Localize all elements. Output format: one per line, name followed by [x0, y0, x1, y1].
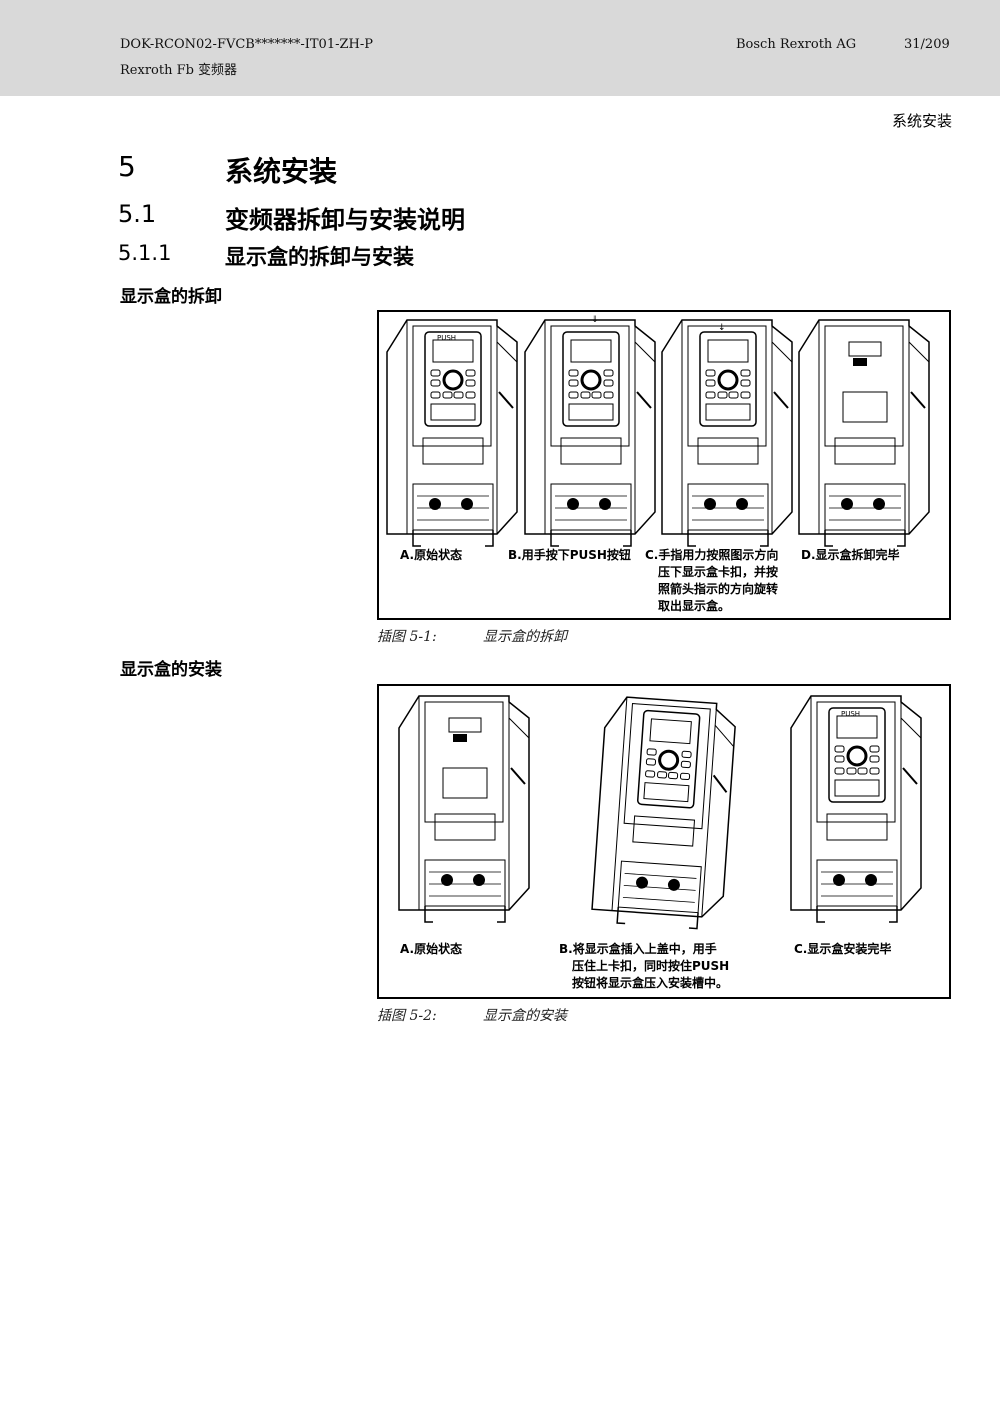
- company-name: Bosch Rexroth AG: [736, 37, 857, 52]
- section-title: 变频器拆卸与安装说明: [225, 206, 465, 234]
- removal-caption-c-line4: 取出显示盒。: [658, 599, 731, 613]
- removal-figure-label: 插图 5-1:: [377, 629, 437, 645]
- removal-caption-b: B.用手按下PUSH按钮: [508, 548, 631, 562]
- removal-caption-d: D.显示盒拆卸完毕: [801, 548, 900, 562]
- install-caption-a: A.原始状态: [400, 942, 463, 956]
- install-caption-b-line3: 按钮将显示盒压入安装槽中。: [572, 976, 729, 990]
- removal-heading: 显示盒的拆卸: [120, 287, 222, 307]
- page-number: 31/209: [904, 37, 950, 52]
- install-caption-c: C.显示盒安装完毕: [794, 942, 892, 956]
- removal-caption-c-line2: 压下显示盒卡扣，并按: [658, 565, 779, 579]
- removal-figure-title: 显示盒的拆卸: [483, 629, 567, 645]
- svg-text:PUSH: PUSH: [437, 334, 456, 342]
- svg-text:PUSH: PUSH: [841, 710, 860, 718]
- removal-caption-c-line1: C.手指用力按照图示方向: [645, 548, 779, 562]
- page-header: DOK-RCON02-FVCB*******-IT01-ZH-P Rexroth…: [0, 0, 1000, 96]
- product-name: Rexroth Fb 变频器: [120, 63, 238, 78]
- install-figure-label: 插图 5-2:: [377, 1008, 437, 1024]
- section-number: 5.1: [118, 200, 157, 228]
- removal-illustration: PUSH ⇓ ↓: [386, 315, 930, 547]
- removal-figure: PUSH ⇓ ↓ A.原始状态 B.用手按下PUSH按钮 C.手指用力按照图示方…: [377, 310, 951, 620]
- chapter-number: 5: [118, 150, 136, 183]
- install-caption-b-line2: 压住上卡扣，同时按住PUSH: [572, 959, 730, 973]
- svg-text:⇓: ⇓: [591, 315, 599, 325]
- install-figure-title: 显示盒的安装: [483, 1008, 567, 1024]
- removal-caption-a: A.原始状态: [400, 548, 463, 562]
- subsection-title: 显示盒的拆卸与安装: [225, 245, 414, 269]
- install-figure: PUSH A.原始状态 B.将显示盒插入上盖中，用手 压住上卡扣，同时按住PUS…: [377, 684, 951, 999]
- install-heading: 显示盒的安装: [120, 660, 222, 680]
- svg-text:↓: ↓: [718, 323, 726, 333]
- subsection-number: 5.1.1: [118, 241, 172, 265]
- install-illustration: PUSH: [398, 694, 922, 932]
- install-caption-b-line1: B.将显示盒插入上盖中，用手: [559, 942, 717, 956]
- section-tag: 系统安装: [891, 112, 952, 130]
- removal-caption-c-line3: 照箭头指示的方向旋转: [658, 582, 779, 596]
- doc-id: DOK-RCON02-FVCB*******-IT01-ZH-P: [120, 37, 373, 52]
- chapter-title: 系统安装: [225, 155, 338, 188]
